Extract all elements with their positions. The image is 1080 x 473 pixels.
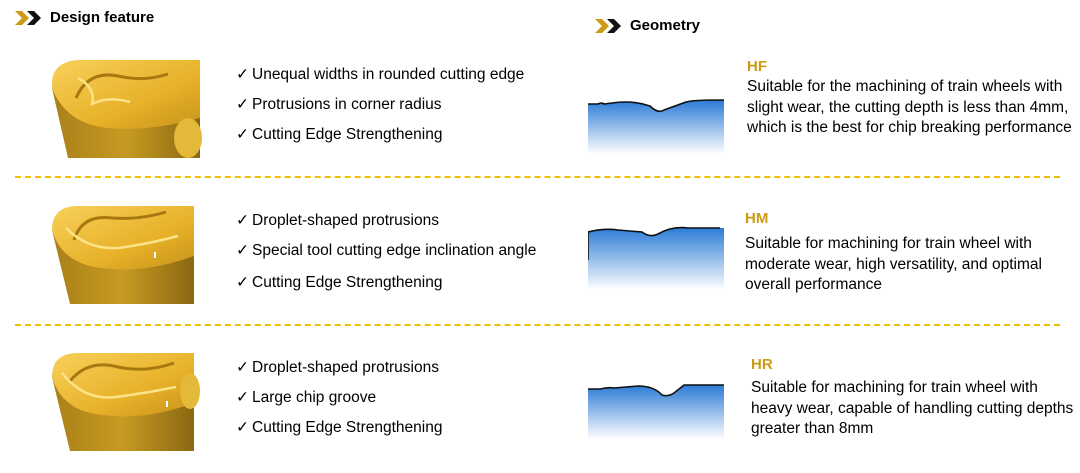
check-icon: ✓ [236,242,249,259]
geometry-description-hm: Suitable for machining for train wheel w… [745,235,1042,293]
insert-row-hf: ✓Unequal widths in rounded cutting edge … [0,52,1080,172]
feature-item: ✓Protrusions in corner radius [236,96,442,113]
feature-item: ✓Droplet-shaped protrusions [236,359,439,376]
insert-image-hf [51,60,202,158]
geometry-profile-hm [588,226,724,290]
double-chevron-icon [595,18,621,33]
feature-item: ✓Unequal widths in rounded cutting edge [236,66,525,83]
double-chevron-icon [15,10,41,25]
geometry-code-hf: HF [747,58,767,75]
insert-row-hm: ✓Droplet-shaped protrusions ✓Special too… [0,196,1080,316]
check-icon: ✓ [236,212,249,229]
geometry-title: Geometry [630,17,701,34]
feature-list-hr: ✓Droplet-shaped protrusions ✓Large chip … [236,358,442,438]
geometry-profile-hr [588,384,724,439]
geometry-description-hr: Suitable for machining for train wheel w… [751,379,1074,437]
feature-list-hf: ✓Unequal widths in rounded cutting edge … [236,65,524,145]
geometry-profile-hf [588,99,724,154]
feature-item: ✓Large chip groove [236,389,377,406]
check-icon: ✓ [236,419,249,436]
design-feature-title: Design feature [50,9,155,26]
row-divider [15,176,1060,178]
insert-image-hm [52,206,194,304]
geometry-code-hr: HR [751,356,773,373]
geometry-code-hm: HM [745,210,769,227]
check-icon: ✓ [236,274,249,291]
feature-item: ✓Cutting Edge Strengthening [236,419,443,436]
check-icon: ✓ [236,359,249,376]
check-icon: ✓ [236,66,249,83]
insert-row-hr: ✓Droplet-shaped protrusions ✓Large chip … [0,343,1080,463]
feature-item: ✓Cutting Edge Strengthening [236,274,443,291]
design-feature-header: Design feature [14,9,154,26]
feature-list-hm: ✓Droplet-shaped protrusions ✓Special too… [236,211,536,293]
check-icon: ✓ [236,96,249,113]
geometry-description-hf: Suitable for the machining of train whee… [747,78,1072,136]
row-divider [15,324,1060,326]
check-icon: ✓ [236,126,249,143]
insert-image-hr [52,353,200,451]
feature-item: ✓Special tool cutting edge inclination a… [236,242,537,259]
check-icon: ✓ [236,389,249,406]
feature-item: ✓Cutting Edge Strengthening [236,126,443,143]
feature-item: ✓Droplet-shaped protrusions [236,212,439,229]
geometry-header: Geometry [594,17,700,34]
